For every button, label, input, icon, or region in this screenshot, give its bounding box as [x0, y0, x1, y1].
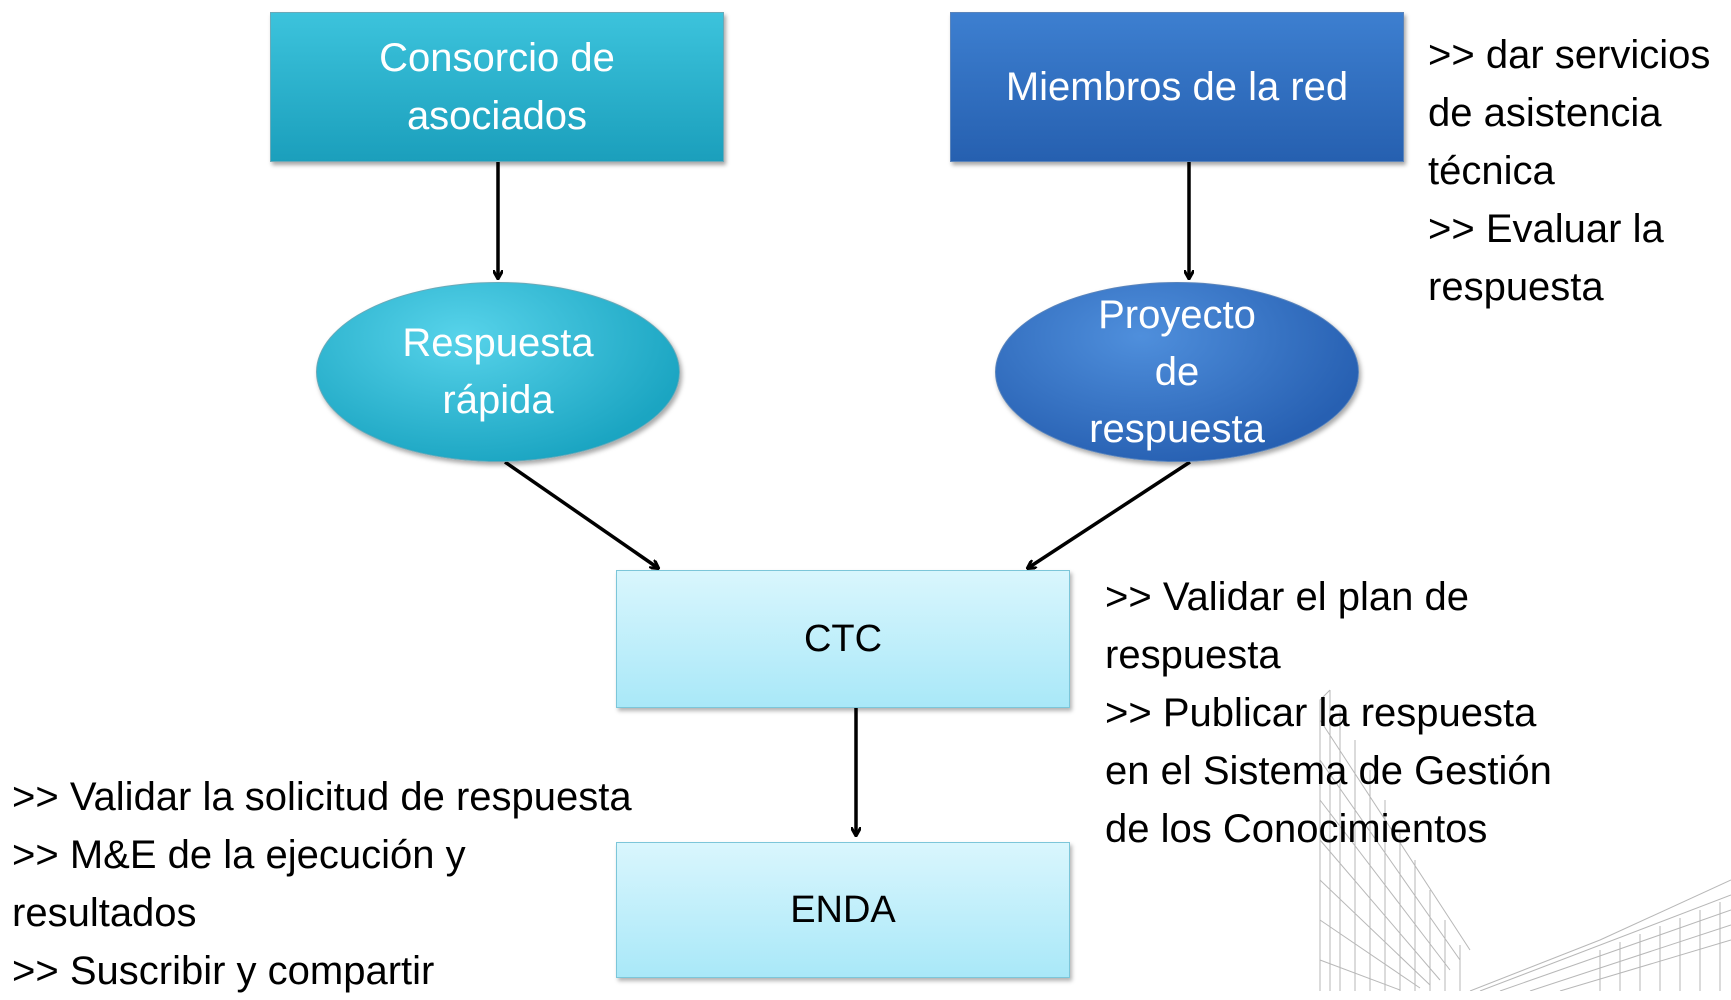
note-enda: >> Validar la solicitud de respuesta >> …: [12, 775, 632, 993]
note-ctc: >> Validar el plan de respuesta >> Publi…: [1105, 575, 1552, 851]
node-consorcio-de-asociados: Consorcio de asociados: [270, 12, 724, 162]
node-ctc: CTC: [616, 570, 1070, 708]
node-ctc-label: CTC: [803, 617, 883, 660]
node-consorcio-label: Consorcio de asociados: [379, 36, 615, 138]
node-miembros-de-la-red: Miembros de la red: [950, 12, 1404, 162]
arrow-proyecto-to-ctc: [1028, 460, 1191, 568]
note-miembros: >> dar servicios de asistencia técnica >…: [1428, 33, 1711, 309]
node-enda-label: ENDA: [790, 888, 896, 931]
arrow-respuesta-to-ctc: [504, 460, 658, 568]
node-miembros-label: Miembros de la red: [1005, 65, 1349, 109]
node-respuesta-rapida-label: Respuesta rápida: [402, 321, 594, 422]
node-respuesta-rapida: Respuesta rápida: [316, 282, 680, 462]
node-enda: ENDA: [616, 842, 1070, 978]
node-proyecto-de-respuesta: Proyecto de respuesta: [995, 282, 1359, 462]
node-proyecto-label: Proyecto de respuesta: [1089, 292, 1265, 451]
